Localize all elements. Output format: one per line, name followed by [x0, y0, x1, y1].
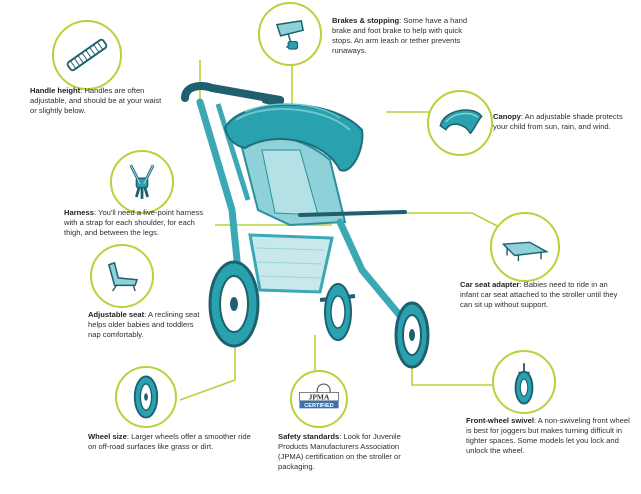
callout-safety-standards: Safety standards: Look for Juvenile Prod…	[278, 432, 401, 472]
harness-icon	[110, 150, 174, 214]
callout-text: Handles are often adjustable, and should…	[30, 86, 162, 116]
callout-text: Look for Juvenile Products Manufacturers…	[278, 432, 401, 472]
car-seat-adapter-icon	[490, 212, 560, 282]
callout-text: You'll need a five-point harness with a …	[64, 208, 204, 238]
callout-title: Safety standards	[278, 432, 340, 441]
callout-title: Canopy	[493, 112, 521, 121]
callout-text: Some have a hand brake and foot brake to…	[332, 16, 468, 56]
callout-text: An adjustable shade protects your child …	[493, 112, 623, 132]
callout-brakes: Brakes & stopping: Some have a hand brak…	[332, 16, 468, 56]
callout-title: Car seat adapter	[460, 280, 520, 289]
stroller-illustration	[181, 82, 430, 369]
callout-title: Wheel size	[88, 432, 127, 441]
callout-title: Front-wheel swivel	[466, 416, 534, 425]
callout-harness: Harness: You'll need a five-point harnes…	[64, 208, 204, 238]
jpma-seal-top-text: JPMA	[309, 392, 330, 401]
callout-title: Brakes & stopping	[332, 16, 400, 25]
callout-text: Larger wheels offer a smoother ride on o…	[88, 432, 251, 452]
callout-title: Adjustable seat	[88, 310, 145, 319]
handle-icon	[52, 20, 122, 90]
callout-text: Babies need to ride in an infant car sea…	[460, 280, 618, 310]
brake-icon	[258, 2, 322, 66]
wheel-icon	[115, 366, 177, 428]
front-wheel-icon	[492, 350, 556, 414]
callout-adjustable-seat: Adjustable seat: A reclining seat helps …	[88, 310, 200, 340]
callout-title: Handle height	[30, 86, 81, 95]
callout-text: A reclining seat helps older babies and …	[88, 310, 200, 340]
reclining-seat-icon	[90, 244, 154, 308]
canopy-icon	[427, 90, 493, 156]
callout-title: Harness	[64, 208, 94, 217]
callout-car-seat-adapter: Car seat adapter: Babies need to ride in…	[460, 280, 618, 310]
jpma-seal-icon: JPMA CERTIFIED	[290, 370, 348, 428]
callout-handle-height: Handle height: Handles are often adjusta…	[30, 86, 162, 116]
callout-canopy: Canopy: An adjustable shade protects you…	[493, 112, 623, 132]
callout-front-wheel-swivel: Front-wheel swivel: A non-swiveling fron…	[466, 416, 630, 456]
jpma-seal-bottom-text: CERTIFIED	[304, 403, 333, 409]
callout-text: A non-swiveling front wheel is best for …	[466, 416, 630, 456]
callout-wheel-size: Wheel size: Larger wheels offer a smooth…	[88, 432, 251, 452]
